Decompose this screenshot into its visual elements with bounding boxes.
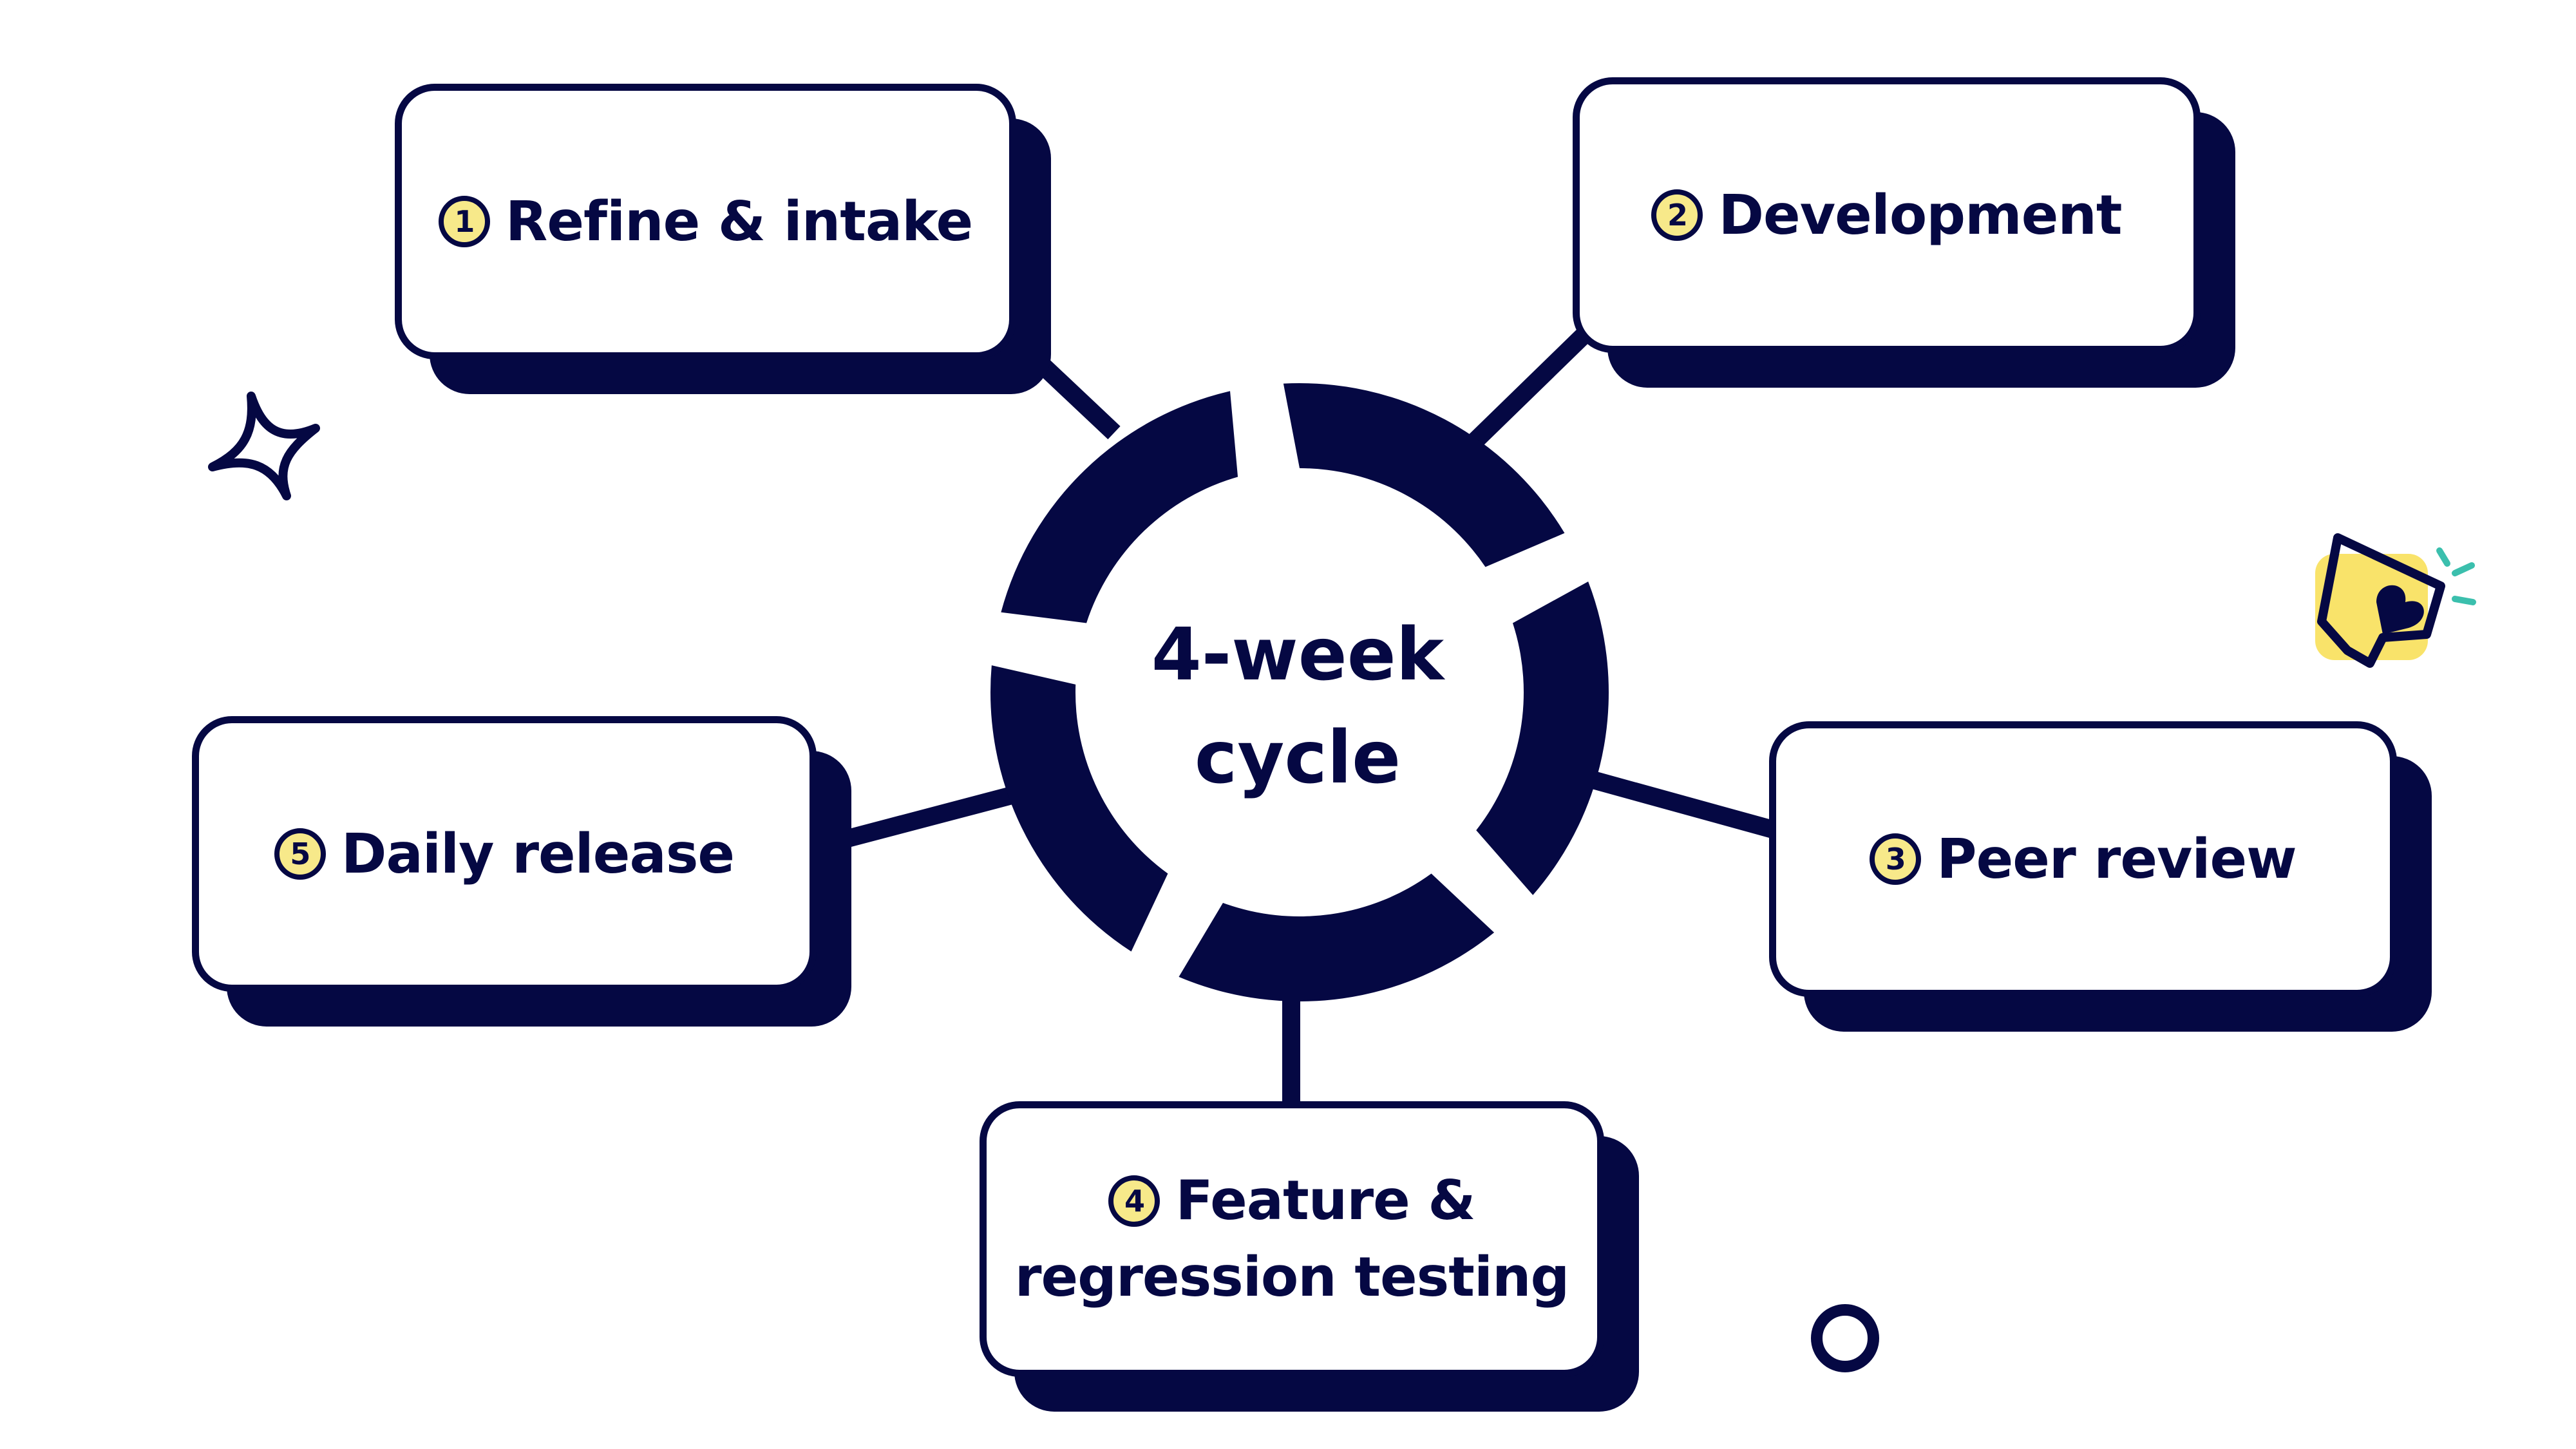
step-number-badge: 4 xyxy=(1108,1175,1160,1227)
step-label: Peer review xyxy=(1937,827,2297,891)
step-card-development: 2 Development xyxy=(1573,77,2201,353)
connector-1 xyxy=(1018,341,1121,440)
step-number-badge: 2 xyxy=(1651,189,1703,241)
step-label: Refine & intake xyxy=(505,189,973,254)
ring-segment xyxy=(990,665,1168,952)
cycle-ring xyxy=(990,383,1609,1001)
step-card-feature-regression-testing: 4 Feature & regression testing xyxy=(980,1101,1604,1377)
step-number-badge: 5 xyxy=(274,828,326,880)
step-label-line2: regression testing xyxy=(1014,1245,1570,1309)
connectors xyxy=(838,321,1780,1108)
step-label-line1: Feature & xyxy=(1175,1169,1475,1233)
step-card-peer-review: 3 Peer review xyxy=(1769,721,2397,997)
connector-5 xyxy=(838,783,1027,849)
step-card-refine-intake: 1 Refine & intake xyxy=(395,84,1016,359)
connector-2 xyxy=(1462,321,1597,455)
step-label: Development xyxy=(1718,183,2122,247)
sparkle-icon xyxy=(208,392,320,500)
ring-icon xyxy=(1811,1304,1879,1372)
connector-3 xyxy=(1588,770,1780,840)
chat-heart-icon xyxy=(2315,533,2476,668)
center-label-line2: cycle xyxy=(1195,716,1401,800)
step-number-badge: 1 xyxy=(438,196,490,247)
ring-segment xyxy=(1283,383,1565,567)
ring-segment xyxy=(1179,873,1495,1001)
center-label-line1: 4-week xyxy=(1151,613,1446,697)
step-label: Daily release xyxy=(341,822,735,886)
step-number-badge: 3 xyxy=(1870,833,1922,885)
ring-segment xyxy=(1476,581,1609,895)
ring-segment xyxy=(1001,391,1238,623)
step-card-daily-release: 5 Daily release xyxy=(192,716,817,992)
